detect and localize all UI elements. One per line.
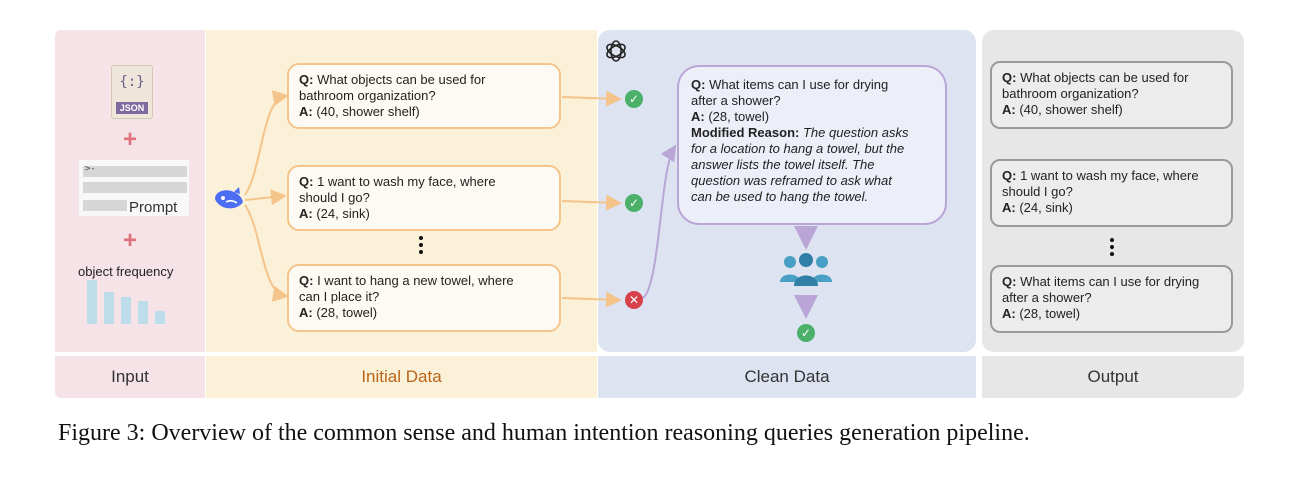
prompt-line — [83, 166, 187, 177]
openai-logo-icon — [606, 40, 626, 62]
more-items-ellipsis — [1110, 238, 1116, 259]
prompt-line — [83, 200, 127, 211]
json-file-icon: {:} JSON — [111, 65, 153, 119]
object-frequency-label: object frequency — [78, 264, 174, 279]
json-tag: JSON — [116, 102, 148, 114]
figure-caption: Figure 3: Overview of the common sense a… — [58, 420, 1030, 446]
frequency-bar — [104, 292, 114, 324]
output-qa-card: Q: What items can I use for drying after… — [990, 265, 1233, 333]
output-qa-card: Q: 1 want to wash my face, where should … — [990, 159, 1233, 227]
plus-icon: + — [123, 227, 138, 254]
terminal-caret-icon: >- — [85, 164, 96, 174]
initial-qa-card: Q: 1 want to wash my face, where should … — [287, 165, 561, 231]
plus-icon: + — [123, 126, 138, 153]
frequency-bar — [138, 301, 148, 324]
initial-qa-card: Q: I want to hang a new towel, where can… — [287, 264, 561, 332]
more-items-ellipsis — [419, 236, 425, 257]
check-icon: ✓ — [797, 324, 815, 342]
section-label-output: Output — [982, 356, 1244, 398]
prompt-line — [83, 182, 187, 193]
initial-qa-card: Q: What objects can be used for bathroom… — [287, 63, 561, 129]
check-icon: ✓ — [625, 194, 643, 212]
frequency-bar — [87, 280, 97, 324]
section-label-input: Input — [55, 356, 205, 398]
clean-qa-card: Q: What items can I use for drying after… — [677, 65, 947, 225]
frequency-bar — [121, 297, 131, 324]
section-label-clean-data: Clean Data — [598, 356, 976, 398]
check-icon: ✓ — [625, 90, 643, 108]
deepseek-whale-icon — [215, 187, 243, 209]
frequency-bar — [155, 311, 165, 324]
cross-icon: ✕ — [625, 291, 643, 309]
section-label-initial-data: Initial Data — [206, 356, 597, 398]
json-braces: {:} — [119, 74, 145, 90]
output-qa-card: Q: What objects can be used for bathroom… — [990, 61, 1233, 129]
prompt-card — [79, 160, 189, 216]
prompt-label: Prompt — [129, 199, 178, 216]
human-reviewers-icon — [780, 253, 832, 286]
